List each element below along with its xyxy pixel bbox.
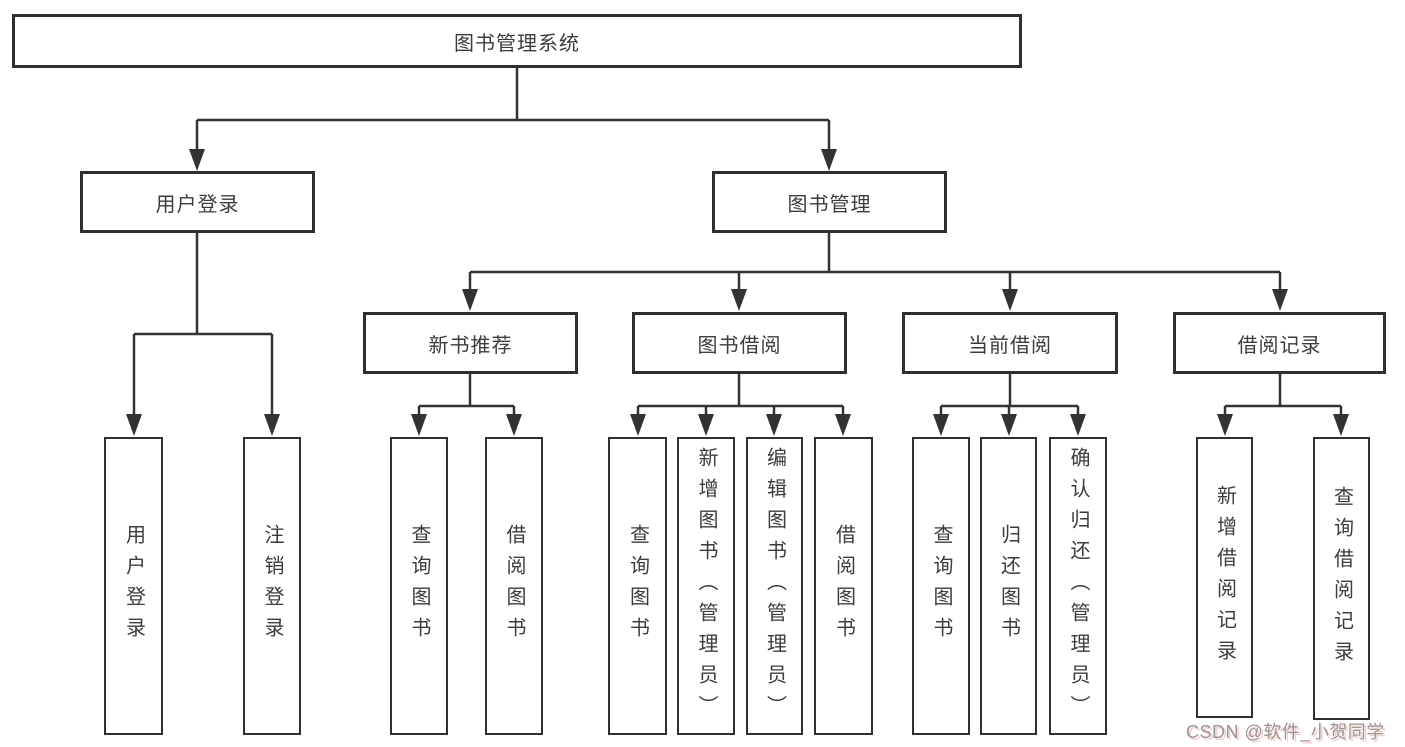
leaf-query-borrow-record: 查询借阅记录 xyxy=(1313,437,1370,720)
node-borrow-records-label: 借阅记录 xyxy=(1237,334,1322,357)
leaf-query-books-borrow-label: 查询图书 xyxy=(626,524,649,648)
node-new-book-recommend-label: 新书推荐 xyxy=(428,334,513,357)
leaf-borrow-books-label: 借阅图书 xyxy=(832,524,855,648)
arrow-down-icon xyxy=(933,414,949,436)
arrow-down-icon xyxy=(1217,414,1233,436)
arrow-down-icon xyxy=(630,414,646,436)
leaf-query-books-borrow: 查询图书 xyxy=(608,437,667,735)
arrow-down-icon xyxy=(462,289,478,311)
leaf-query-books-recommend: 查询图书 xyxy=(390,437,448,735)
arrow-down-icon xyxy=(1272,289,1288,311)
leaf-borrow-books-recommend-label: 借阅图书 xyxy=(503,524,525,648)
node-book-management: 图书管理 xyxy=(712,171,947,233)
leaf-logout: 注销登录 xyxy=(243,437,301,735)
node-new-book-recommend: 新书推荐 xyxy=(363,312,578,374)
node-current-borrow: 当前借阅 xyxy=(902,312,1118,374)
arrow-down-icon xyxy=(1070,414,1086,436)
leaf-edit-book-admin-label: 编辑图书（管理员） xyxy=(763,446,786,726)
leaf-query-books-recommend-label: 查询图书 xyxy=(408,524,430,648)
leaf-query-borrow-record-label: 查询借阅记录 xyxy=(1330,485,1353,672)
node-borrow-records: 借阅记录 xyxy=(1173,312,1386,374)
leaf-return-books-label: 归还图书 xyxy=(997,524,1020,648)
arrow-down-icon xyxy=(264,414,280,436)
connector-bookborrow-to-leaves xyxy=(636,374,845,416)
leaf-user-login-label: 用户登录 xyxy=(122,524,145,648)
arrow-down-icon xyxy=(411,414,427,436)
node-book-management-label: 图书管理 xyxy=(787,193,872,216)
arrow-down-icon xyxy=(821,149,837,171)
leaf-confirm-return-admin: 确认归还（管理员） xyxy=(1049,437,1107,735)
arrow-down-icon xyxy=(189,149,205,171)
arrow-down-icon xyxy=(698,414,714,436)
leaf-add-borrow-record-label: 新增借阅记录 xyxy=(1213,484,1236,671)
leaf-query-books-current: 查询图书 xyxy=(912,437,970,735)
leaf-edit-book-admin: 编辑图书（管理员） xyxy=(746,437,803,735)
connector-bookmgmt-to-level3 xyxy=(468,233,1282,291)
leaf-confirm-return-admin-label: 确认归还（管理员） xyxy=(1067,446,1089,726)
node-user-login: 用户登录 xyxy=(80,171,315,233)
leaf-borrow-books-recommend: 借阅图书 xyxy=(485,437,543,735)
leaf-add-book-admin-label: 新增图书（管理员） xyxy=(695,446,717,726)
connector-currentborrow-to-leaves xyxy=(939,374,1080,416)
leaf-query-books-current-label: 查询图书 xyxy=(930,524,952,648)
leaf-borrow-books: 借阅图书 xyxy=(814,437,873,735)
arrow-down-icon xyxy=(766,414,782,436)
connector-borrowrecords-to-leaves xyxy=(1223,374,1343,416)
arrow-down-icon xyxy=(835,414,851,436)
connector-root-to-level2 xyxy=(195,66,831,151)
arrow-down-icon xyxy=(731,289,747,311)
node-root-label: 图书管理系统 xyxy=(454,32,580,55)
arrowheads xyxy=(126,149,1349,436)
node-book-borrow: 图书借阅 xyxy=(632,312,847,374)
node-user-login-label: 用户登录 xyxy=(155,193,240,216)
arrow-down-icon xyxy=(1333,414,1349,436)
leaf-user-login: 用户登录 xyxy=(104,437,163,735)
leaf-logout-label: 注销登录 xyxy=(261,524,283,648)
connector-newbookrec-to-leaves xyxy=(417,374,516,416)
leaf-add-book-admin: 新增图书（管理员） xyxy=(677,437,735,735)
arrow-down-icon xyxy=(1001,414,1017,436)
arrow-down-icon xyxy=(506,414,522,436)
csdn-watermark: CSDN @软件_小贺同学 xyxy=(1186,722,1385,742)
arrow-down-icon xyxy=(126,414,142,436)
node-current-borrow-label: 当前借阅 xyxy=(968,334,1052,357)
leaf-return-books: 归还图书 xyxy=(980,437,1037,735)
connector-userlogin-to-leaves xyxy=(132,233,274,416)
leaf-add-borrow-record: 新增借阅记录 xyxy=(1196,437,1253,718)
node-book-borrow-label: 图书借阅 xyxy=(697,334,782,357)
arrow-down-icon xyxy=(1002,289,1018,311)
node-root: 图书管理系统 xyxy=(12,14,1022,68)
